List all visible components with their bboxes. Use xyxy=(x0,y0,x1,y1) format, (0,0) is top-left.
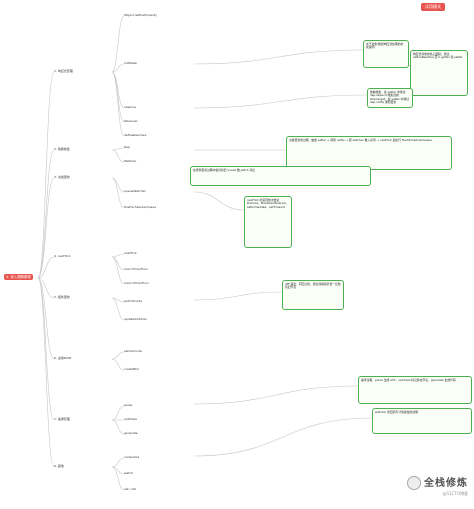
leaf-node[interactable]: sameVnode xyxy=(124,349,142,353)
leaf-node[interactable]: Observer xyxy=(124,119,138,123)
connector-line xyxy=(37,277,55,360)
branch-nexttick[interactable]: 4. nextTick xyxy=(54,254,71,258)
note-box: 派发更新的过程：触发 setter → 调用 notify → 把 watche… xyxy=(286,136,452,170)
note-box: 响应式对象的核心逻辑：通过 defineReactive 定义 getter 和… xyxy=(410,50,468,96)
wechat-icon xyxy=(407,476,421,490)
connector-line xyxy=(37,256,55,279)
leaf-node[interactable]: defineReactive xyxy=(124,133,147,137)
leaf-node[interactable]: nextTick xyxy=(124,251,137,255)
connector-line xyxy=(111,358,125,371)
connector-line xyxy=(111,419,125,435)
connector-line xyxy=(37,277,55,299)
connector-line xyxy=(111,351,125,360)
note-box: 依赖收集：在 getter 中通过 dep.depend 收集当前 Dep.ta… xyxy=(367,88,413,108)
leaf-node[interactable]: updateChildren xyxy=(124,317,148,321)
connector-line xyxy=(111,177,125,209)
leaf-node[interactable]: createElm xyxy=(124,367,140,371)
note-box: diff 算法：同层比较，通过双端指针逐一比较新旧节点 xyxy=(282,280,344,310)
connector-line xyxy=(111,297,125,303)
connector-line xyxy=(37,277,55,468)
branch-reactivity[interactable]: 1. 响应式原理 xyxy=(54,69,73,73)
connector-line xyxy=(193,94,368,109)
connector-line xyxy=(111,71,125,137)
connector-line xyxy=(37,277,55,421)
connector-line xyxy=(111,15,125,73)
connector-line xyxy=(111,253,125,258)
note-box: 编译过程：parse 生成 AST，optimize 标记静态节点，genera… xyxy=(358,376,472,404)
note-box: watcher 的回调与计算属性的处理 xyxy=(372,408,472,434)
branch-dispatch[interactable]: 3. 派发更新 xyxy=(54,175,70,179)
connector-line xyxy=(193,191,245,211)
leaf-node[interactable]: watch xyxy=(124,471,134,475)
connector-line xyxy=(37,149,55,279)
connector-line xyxy=(193,49,364,65)
watermark-subtitle: @51CTO博客 xyxy=(442,491,468,496)
root-node[interactable]: 4. 深入理解原理 xyxy=(4,274,33,280)
note-box: nextTick 的实现依次尝试 Promise、MutationObserve… xyxy=(244,196,292,248)
connector-line xyxy=(111,297,125,321)
connector-line xyxy=(193,417,373,457)
connector-line xyxy=(111,147,125,151)
connector-line xyxy=(111,466,125,475)
connector-line xyxy=(37,177,55,279)
connector-line xyxy=(111,457,125,468)
connector-line xyxy=(111,405,125,421)
leaf-node[interactable]: patchVnode xyxy=(124,299,143,303)
branch-component-update[interactable]: 5. 组件更新 xyxy=(54,295,70,299)
leaf-node[interactable]: observe xyxy=(124,105,137,109)
connector-line xyxy=(37,71,55,279)
leaf-node[interactable]: Object.defineProperty xyxy=(124,13,157,17)
leaf-node[interactable]: Dep xyxy=(124,145,131,149)
connector-line xyxy=(111,149,125,163)
leaf-node[interactable]: macroTimerFunc xyxy=(124,281,150,285)
connector-line xyxy=(111,177,125,193)
note-box: 在组件更新过程中会对新旧 vnode 做 patch 对比 xyxy=(190,166,371,186)
leaf-node[interactable]: Watcher xyxy=(124,159,137,163)
leaf-node[interactable]: microTimerFunc xyxy=(124,267,148,271)
connector-line xyxy=(193,385,359,405)
leaf-node[interactable]: computed xyxy=(124,455,140,459)
branch-compile[interactable]: 7. 编译原理 xyxy=(54,417,70,421)
connector-line xyxy=(111,256,125,271)
connector-line xyxy=(111,63,125,73)
leaf-node[interactable]: flushSchedulerQueue xyxy=(124,205,157,209)
connector-line xyxy=(111,71,125,123)
branch-vdom[interactable]: 6. 虚拟DOM xyxy=(54,356,72,360)
leaf-node[interactable]: generate xyxy=(124,431,138,435)
trial-mode-badge[interactable]: 试用模式 xyxy=(421,3,445,11)
watermark-title: 全栈修炼 xyxy=(424,478,468,489)
note-box: 关于对象/数组响应式处理的补充说明 xyxy=(363,40,409,68)
connector-line xyxy=(193,291,283,301)
branch-other[interactable]: 8. 其他 xyxy=(54,464,64,468)
leaf-node[interactable]: set / del xyxy=(124,487,137,491)
branch-dep-collect[interactable]: 2. 依赖收集 xyxy=(54,147,70,151)
connector-line xyxy=(111,466,125,491)
watermark: 全栈修炼 @51CTO博客 xyxy=(407,474,468,497)
leaf-node[interactable]: parse xyxy=(124,403,133,407)
leaf-node[interactable]: optimize xyxy=(124,417,137,421)
leaf-node[interactable]: initState xyxy=(124,61,137,65)
leaf-node[interactable]: queueWatcher xyxy=(124,189,146,193)
connector-line xyxy=(111,256,125,285)
